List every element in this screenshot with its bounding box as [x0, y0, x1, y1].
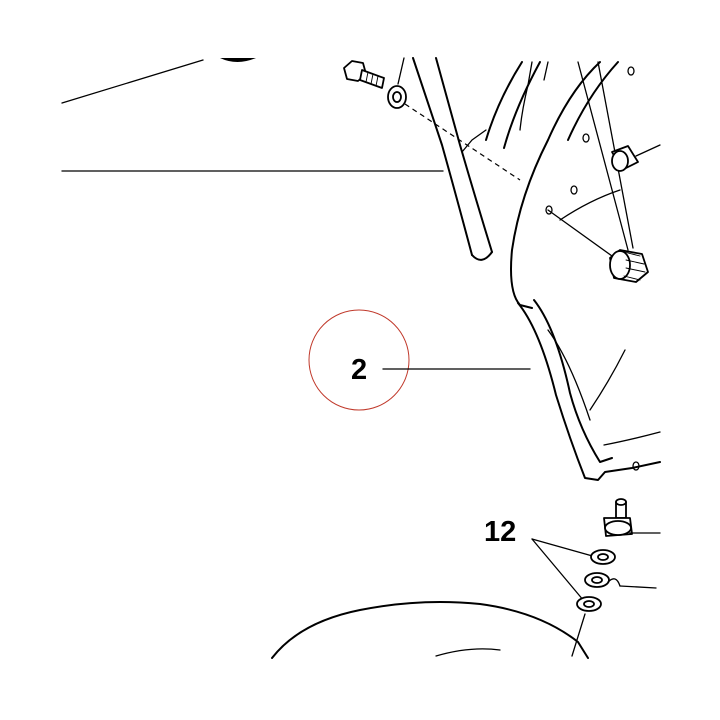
hex-bolt — [343, 60, 385, 89]
lower-cover-arc — [271, 601, 589, 659]
washer-b — [576, 596, 602, 612]
stud-pin — [603, 498, 661, 537]
callout-label-2: 2 — [351, 354, 367, 386]
top-leader-a — [397, 57, 405, 85]
washer-a — [590, 549, 616, 565]
callout-leader-12a — [531, 538, 597, 558]
top-blob — [220, 58, 256, 62]
callout-label-12: 12 — [484, 516, 516, 548]
tube-bracket — [412, 57, 541, 261]
washer-upper — [387, 85, 407, 109]
knurled-nut — [609, 249, 649, 283]
nut-leader-a — [577, 61, 629, 251]
spring-clip — [584, 572, 657, 589]
highlight-circle — [308, 309, 410, 411]
alignment-dashed-line — [404, 103, 521, 181]
cylinder-spacer — [611, 144, 661, 172]
lower-cover-inner-arc — [435, 648, 501, 657]
lower-leader — [571, 613, 586, 657]
upper-left-leader — [61, 59, 204, 104]
lower-alignment-line — [547, 209, 613, 257]
fender-panel — [510, 61, 661, 481]
callout-leader-12b — [531, 538, 585, 602]
